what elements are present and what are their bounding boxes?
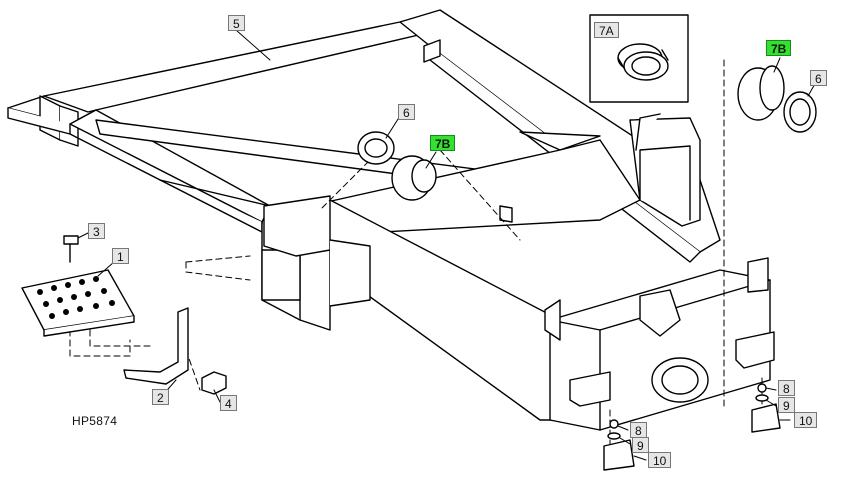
- hardware-bottom: [603, 419, 635, 471]
- nut-4: [201, 371, 227, 395]
- wear-plate-1: [21, 235, 135, 337]
- bushing-7b-right: [737, 65, 817, 133]
- callout-8-bottom: 8: [630, 422, 647, 438]
- callout-7b-mid: 7B: [430, 135, 456, 151]
- callout-5: 5: [228, 15, 245, 31]
- frame-top-crossbar: [7, 13, 441, 147]
- bracket-2: [123, 307, 189, 385]
- callout-10-right: 10: [794, 412, 818, 428]
- bushing-7a-inset: [589, 14, 689, 103]
- hardware-right: [751, 383, 781, 433]
- frame-diagonal-braces: [95, 119, 641, 237]
- callout-1: 1: [112, 248, 129, 264]
- leader-lines: [77, 29, 817, 461]
- bushing-7b-mid: [357, 131, 437, 201]
- callout-9-bottom: 9: [632, 437, 649, 453]
- callout-4: 4: [220, 395, 237, 411]
- callout-7b-right: 7B: [766, 40, 792, 56]
- callout-7a: 7A: [594, 22, 619, 38]
- figure-code: HP5874: [72, 414, 118, 428]
- callout-8-right: 8: [778, 380, 795, 396]
- callout-9-right: 9: [778, 397, 795, 413]
- frame-rear-box: [544, 257, 775, 431]
- callout-6-mid: 6: [398, 104, 415, 120]
- callout-3: 3: [88, 223, 105, 239]
- callout-2: 2: [152, 389, 169, 405]
- callout-10-bottom: 10: [648, 452, 672, 468]
- callout-6-right: 6: [810, 70, 827, 86]
- frame-left-rail: [69, 109, 271, 233]
